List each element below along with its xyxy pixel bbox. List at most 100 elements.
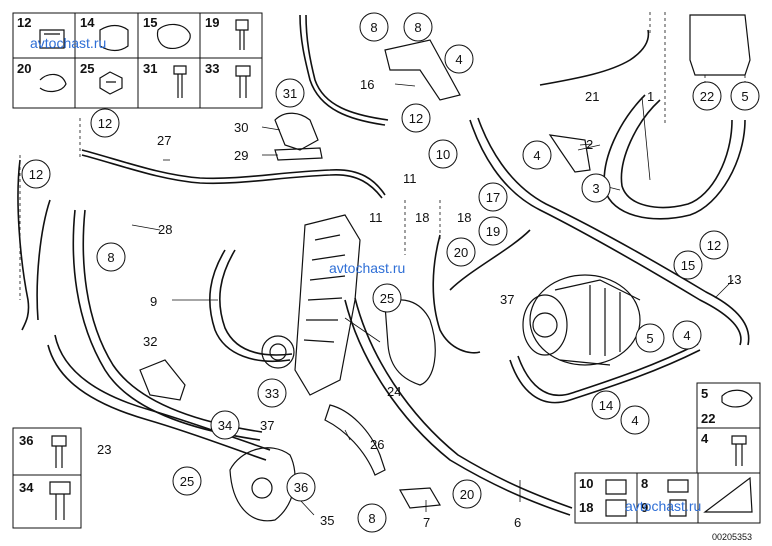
inset-br-9: 9 <box>641 500 648 515</box>
bolt-icon <box>51 435 67 468</box>
inset-top-left <box>12 12 263 109</box>
svg-text:8: 8 <box>368 511 375 526</box>
callout-14[interactable]: 14 <box>591 390 621 420</box>
inset-bl-icons <box>49 435 71 520</box>
plain-labels: 1 2 6 7 9 11 11 13 16 18 18 21 23 24 26 … <box>97 77 741 530</box>
svg-text:36: 36 <box>294 480 308 495</box>
heat-shield-24 <box>384 299 436 386</box>
callout-5[interactable]: 5 <box>730 81 760 111</box>
inset-tl-19: 19 <box>205 15 219 30</box>
fluid-reservoir <box>689 14 751 76</box>
label-11a: 11 <box>403 171 417 186</box>
inset-bottom-left <box>12 427 82 529</box>
bracket-26 <box>324 404 386 476</box>
callout-circles: 8 8 4 12 10 31 12 12 8 17 19 20 25 4 3 2… <box>21 12 760 533</box>
steering-pinion <box>261 335 295 369</box>
bolt-icon <box>235 19 249 50</box>
label-13: 13 <box>727 272 741 287</box>
svg-text:34: 34 <box>218 418 232 433</box>
callout-8[interactable]: 8 <box>403 12 433 42</box>
callout-20[interactable]: 20 <box>446 237 476 267</box>
label-26: 26 <box>370 437 384 452</box>
inset-tl-part-icons <box>39 19 251 98</box>
callout-22[interactable]: 22 <box>692 81 722 111</box>
callout-5[interactable]: 5 <box>635 323 665 353</box>
svg-text:8: 8 <box>370 20 377 35</box>
inset-bl-36: 36 <box>19 433 33 448</box>
svg-text:12: 12 <box>707 238 721 253</box>
callout-4[interactable]: 4 <box>444 44 474 74</box>
svg-text:3: 3 <box>592 181 599 196</box>
svg-text:14: 14 <box>599 398 613 413</box>
svg-text:25: 25 <box>180 474 194 489</box>
callout-34[interactable]: 34 <box>210 410 240 440</box>
bracket-32 <box>139 359 186 401</box>
label-24: 24 <box>387 384 401 399</box>
callout-17[interactable]: 17 <box>478 182 508 212</box>
callout-15[interactable]: 15 <box>673 250 703 280</box>
svg-text:4: 4 <box>631 413 638 428</box>
bracket-29 <box>274 147 323 161</box>
svg-text:4: 4 <box>683 328 690 343</box>
watermark-center: avtochast.ru <box>329 260 405 276</box>
callout-4[interactable]: 4 <box>522 140 552 170</box>
clamp-icon <box>156 23 191 49</box>
callout-4[interactable]: 4 <box>672 320 702 350</box>
svg-text:25: 25 <box>380 291 394 306</box>
bracket-2 <box>548 134 591 173</box>
callout-8[interactable]: 8 <box>357 503 387 533</box>
svg-text:20: 20 <box>454 245 468 260</box>
svg-text:5: 5 <box>646 331 653 346</box>
bolt-icon <box>731 435 747 466</box>
svg-text:31: 31 <box>283 86 297 101</box>
callout-10[interactable]: 10 <box>428 139 458 169</box>
label-6: 6 <box>514 515 521 530</box>
callout-20[interactable]: 20 <box>452 479 482 509</box>
callout-12[interactable]: 12 <box>699 230 729 260</box>
inset-br-10: 10 <box>579 476 593 491</box>
inset-br-5: 5 <box>701 386 708 401</box>
svg-text:10: 10 <box>436 147 450 162</box>
inset-bottom-right <box>574 382 761 524</box>
label-16: 16 <box>360 77 374 92</box>
callout-19[interactable]: 19 <box>478 216 508 246</box>
inset-br-icons <box>605 389 753 517</box>
nut-icon <box>667 479 689 517</box>
svg-text:22: 22 <box>700 89 714 104</box>
callout-31[interactable]: 31 <box>275 78 305 108</box>
callout-25[interactable]: 25 <box>372 283 402 313</box>
label-23: 23 <box>97 442 111 457</box>
label-18a: 18 <box>415 210 429 225</box>
diagram-id: 00205353 <box>712 532 752 542</box>
bracket-16 <box>384 39 461 101</box>
hex-bolt-icon <box>235 65 251 98</box>
steering-gear-body <box>294 214 361 396</box>
callout-12[interactable]: 12 <box>90 108 120 138</box>
callout-8[interactable]: 8 <box>359 12 389 42</box>
inset-tl-12: 12 <box>17 15 31 30</box>
callout-12[interactable]: 12 <box>401 103 431 133</box>
banjo-bolt-icon <box>49 481 71 520</box>
label-29: 29 <box>234 148 248 163</box>
seal-ring-icon <box>605 479 627 517</box>
label-21: 21 <box>585 89 599 104</box>
callout-12[interactable]: 12 <box>21 159 51 189</box>
label-37b: 37 <box>500 292 514 307</box>
inset-tl-31: 31 <box>143 61 157 76</box>
label-28: 28 <box>158 222 172 237</box>
callout-8[interactable]: 8 <box>96 242 126 272</box>
callout-4[interactable]: 4 <box>620 405 650 435</box>
hose-lines <box>17 14 750 516</box>
inset-tl-20: 20 <box>17 61 31 76</box>
inset-br-4: 4 <box>701 431 709 446</box>
callout-36[interactable]: 36 <box>286 472 316 502</box>
screw-icon <box>173 65 187 98</box>
watermark-top-left: avtochast.ru <box>30 35 106 51</box>
callout-33[interactable]: 33 <box>257 378 287 408</box>
label-35: 35 <box>320 513 334 528</box>
callout-3[interactable]: 3 <box>581 173 611 203</box>
svg-text:17: 17 <box>486 190 500 205</box>
callout-25[interactable]: 25 <box>172 466 202 496</box>
svg-text:20: 20 <box>460 487 474 502</box>
